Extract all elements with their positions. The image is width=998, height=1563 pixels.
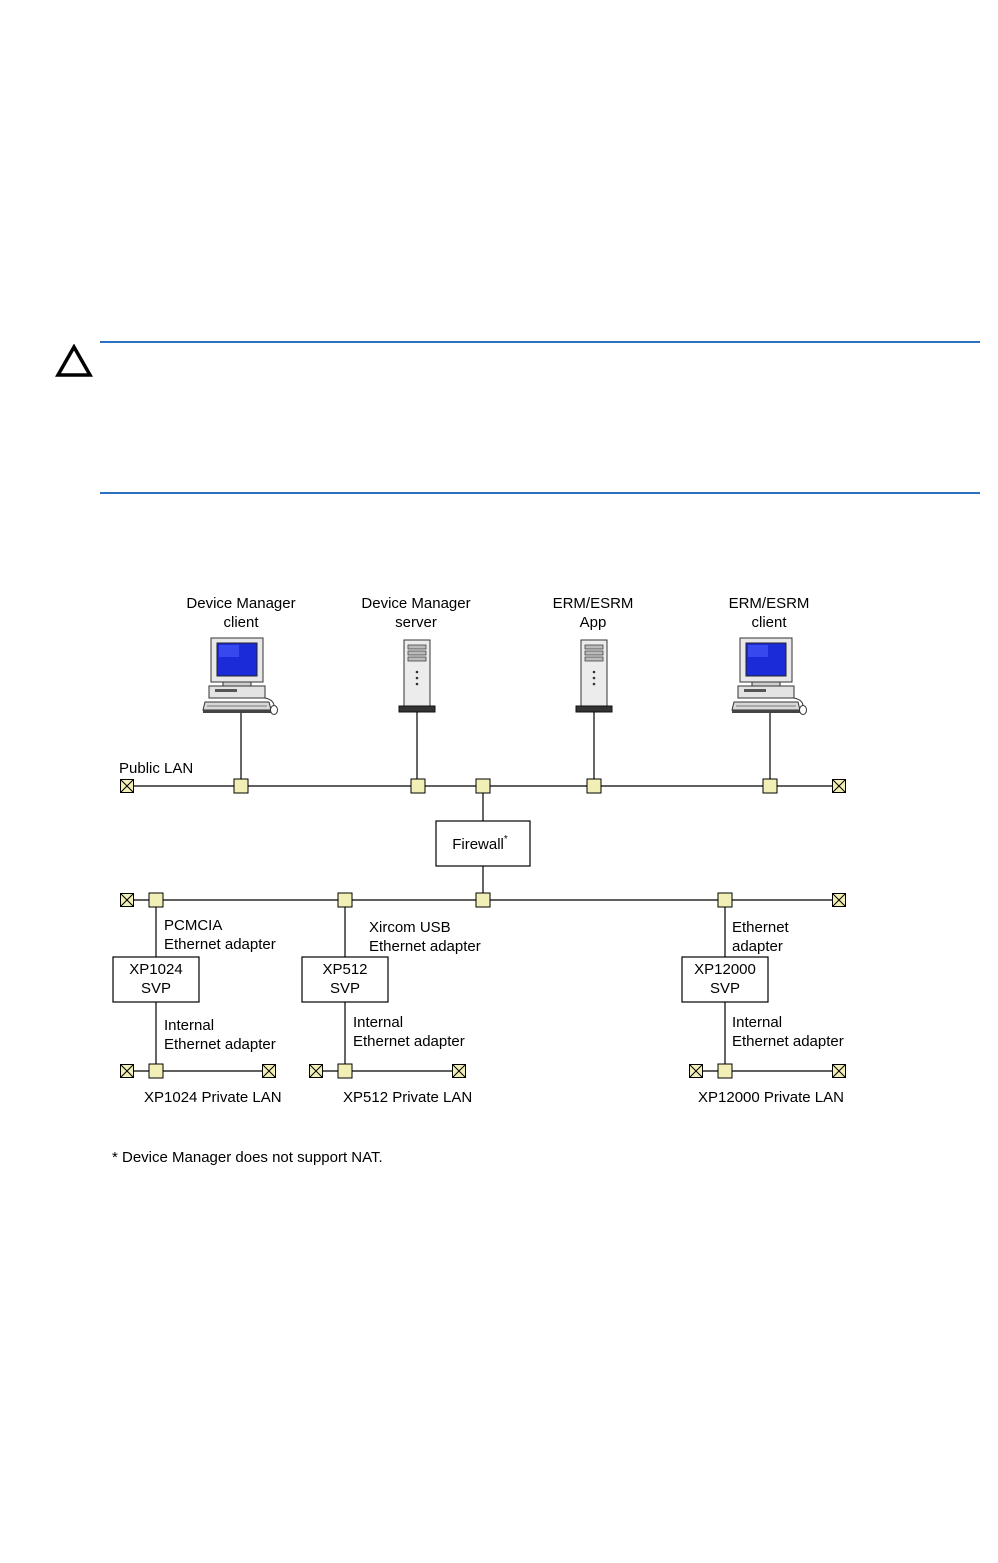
- device-label-dm-client-line1: Device Manager: [186, 595, 295, 612]
- footnote: * Device Manager does not support NAT.: [112, 1149, 383, 1166]
- device-label-dm-server-line1: Device Manager: [361, 595, 470, 612]
- xp512-internal-line2: Ethernet adapter: [353, 1033, 465, 1050]
- xp1024-svp-box: [112, 956, 200, 1003]
- xp12000-adapter-line1: Ethernet: [732, 919, 790, 936]
- desktop-computer-icon: [202, 637, 278, 715]
- xp1024-private-lan-label: XP1024 Private LAN: [144, 1089, 282, 1106]
- xp1024-svp-name: XP1024: [129, 961, 182, 978]
- desktop-computer-icon: [731, 637, 807, 715]
- device-label-erm-app-line2: App: [580, 614, 607, 631]
- xp12000-private-lan-label: XP12000 Private LAN: [698, 1089, 844, 1106]
- device-label-erm-client-line2: client: [751, 614, 787, 631]
- xp512-adapter-line2: Ethernet adapter: [369, 938, 481, 955]
- caution-top-rule: [100, 341, 980, 343]
- xp512-svp-sub: SVP: [330, 980, 360, 997]
- public-lan-label: Public LAN: [119, 760, 193, 777]
- xp1024-adapter-line1: PCMCIA: [164, 917, 222, 934]
- xp12000-adapter-line2: adapter: [732, 938, 783, 955]
- xp12000-svp-sub: SVP: [710, 980, 740, 997]
- xp512-private-lan-label: XP512 Private LAN: [343, 1089, 472, 1106]
- device-label-erm-app-line1: ERM/ESRM: [553, 595, 634, 612]
- xp1024-internal-line2: Ethernet adapter: [164, 1036, 276, 1053]
- xp12000-svp-name: XP12000: [694, 961, 756, 978]
- tower-server-icon: [575, 639, 613, 713]
- firewall-box: [435, 820, 531, 867]
- xp1024-svp-sub: SVP: [141, 980, 171, 997]
- xp12000-svp-box: [681, 956, 769, 1003]
- caution-bottom-rule: [100, 492, 980, 494]
- xp12000-internal-line2: Ethernet adapter: [732, 1033, 844, 1050]
- xp512-adapter-line1: Xircom USB: [369, 919, 451, 936]
- device-label-dm-server-line2: server: [395, 614, 437, 631]
- device-label-dm-client-line2: client: [223, 614, 259, 631]
- device-label-erm-client-line1: ERM/ESRM: [729, 595, 810, 612]
- xp512-svp-name: XP512: [322, 961, 367, 978]
- caution-triangle-icon: [55, 344, 93, 377]
- xp512-svp-box: [301, 956, 389, 1003]
- firewall-label: Firewall*: [452, 834, 508, 853]
- tower-server-icon: [398, 639, 436, 713]
- xp512-internal-line1: Internal: [353, 1014, 403, 1031]
- xp12000-internal-line1: Internal: [732, 1014, 782, 1031]
- xp1024-internal-line1: Internal: [164, 1017, 214, 1034]
- xp1024-adapter-line2: Ethernet adapter: [164, 936, 276, 953]
